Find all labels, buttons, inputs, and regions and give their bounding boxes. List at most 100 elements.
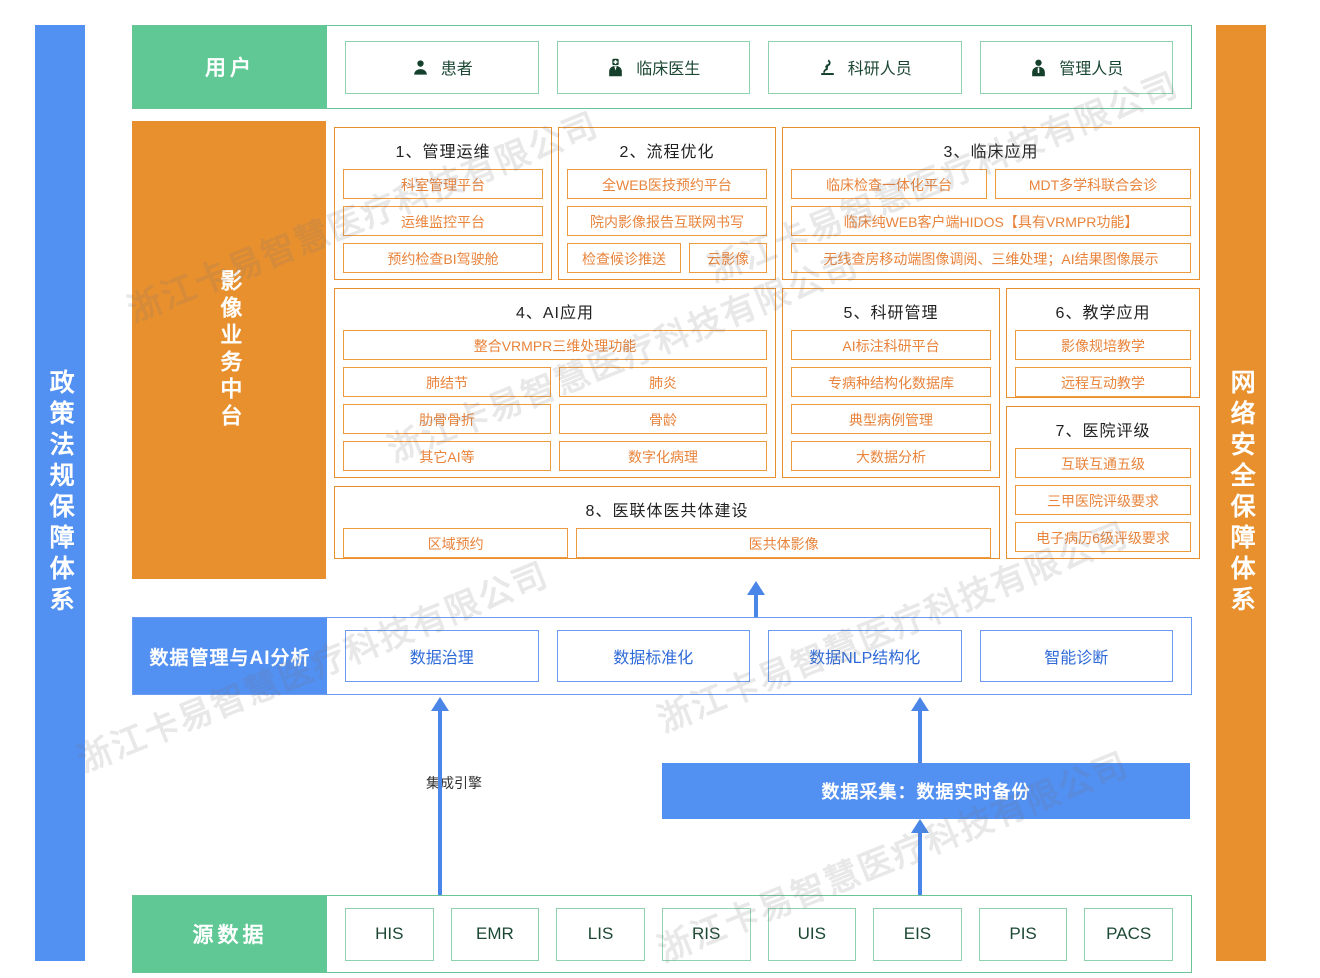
arrow-source-to-data-left [430,697,450,895]
group-item[interactable]: 专病种结构化数据库 [791,367,991,397]
group-item[interactable]: 影像规培教学 [1015,330,1191,360]
middle-platform-groups: 1、管理运维 科室管理平台 运维监控平台 预约检查BI驾驶舱 2、流程优化 全W… [326,121,1200,579]
user-item-label: 科研人员 [847,61,912,78]
group-item[interactable]: 预约检查BI驾驶舱 [343,243,543,273]
group-item[interactable]: 骨龄 [559,404,767,434]
data-item-smart-diag[interactable]: 智能诊断 [979,630,1173,682]
group-title: 7、医院评级 [1055,423,1151,440]
arrow-head [911,697,929,711]
group-ai-application: 4、AI应用 整合VRMPR三维处理功能 肺结节 肺炎 肋骨骨折 骨龄 其它AI… [334,288,776,478]
group-process-optimization: 2、流程优化 全WEB医技预约平台 院内影像报告互联网书写 检查候诊推送 云影像 [558,127,776,280]
arrow-shaft [754,593,758,617]
group-item[interactable]: 远程互动教学 [1015,367,1191,397]
group-item[interactable]: 三甲医院评级要求 [1015,485,1191,515]
group-title: 8、医联体医共体建设 [585,503,749,520]
source-item-ris[interactable]: RIS [661,907,751,961]
group-item[interactable]: 其它AI等 [343,441,551,471]
group-row: 肺结节 肺炎 [343,367,767,397]
group-row: 检查候诊推送 云影像 [567,243,767,273]
group-item[interactable]: 临床检查一体化平台 [791,169,987,199]
users-band: 用户 患者 [132,25,1192,109]
group-title: 3、临床应用 [943,144,1039,161]
connector-band: 集成引擎 数据采集：数据实时备份 [132,695,1192,895]
group-item[interactable]: 肋骨骨折 [343,404,551,434]
manager-icon [1029,58,1048,77]
arrow-shaft [438,709,442,895]
user-item-researcher[interactable]: 科研人员 [768,40,962,94]
arrow-source-to-collect [910,819,930,895]
group-title: 2、流程优化 [619,144,715,161]
group-title: 6、教学应用 [1055,305,1151,322]
group-item[interactable]: 临床纯WEB客户端HIDOS【具有VRMPR功能】 [791,206,1191,236]
users-band-label: 用户 [133,26,327,108]
group-hospital-rating: 7、医院评级 互联互通五级 三甲医院评级要求 电子病历6级评级要求 [1006,406,1200,559]
arrow-data-to-middle [746,581,766,617]
group-item[interactable]: 数字化病理 [559,441,767,471]
source-item-pis[interactable]: PIS [978,907,1068,961]
integration-engine-label: 集成引擎 [426,775,482,791]
data-item-standardize[interactable]: 数据标准化 [556,630,750,682]
doctor-icon [606,58,625,77]
arrow-head [431,697,449,711]
source-item-his[interactable]: HIS [345,907,434,961]
network-security-pillar-label: 网络安全保障体系 [1227,369,1256,617]
source-item-lis[interactable]: LIS [556,907,645,961]
user-item-label: 患者 [440,61,473,78]
source-item-emr[interactable]: EMR [450,907,540,961]
group-item[interactable]: MDT多学科联合会诊 [995,169,1191,199]
users-list: 患者 临床医生 [327,26,1191,108]
group-title: 5、科研管理 [843,305,939,322]
data-management-band: 数据管理与AI分析 数据治理 数据标准化 数据NLP结构化 智能诊断 [132,617,1192,695]
group-row: 肋骨骨折 骨龄 [343,404,767,434]
person-icon [411,58,430,77]
arrow-head [911,819,929,833]
source-data-band: 源数据 HIS EMR LIS RIS UIS EIS PIS PACS [132,895,1192,973]
source-data-list: HIS EMR LIS RIS UIS EIS PIS PACS [327,896,1191,972]
user-item-patient[interactable]: 患者 [345,40,539,94]
user-item-administrator[interactable]: 管理人员 [979,40,1173,94]
group-item[interactable]: 肺炎 [559,367,767,397]
group-item[interactable]: 肺结节 [343,367,551,397]
user-item-clinician[interactable]: 临床医生 [556,40,750,94]
group-row: 区域预约 医共体影像 [343,528,991,558]
policy-regulation-pillar: 政策法规保障体系 [35,25,85,961]
group-management-ops: 1、管理运维 科室管理平台 运维监控平台 预约检查BI驾驶舱 [334,127,552,280]
group-item[interactable]: 无线查房移动端图像调阅、三维处理；AI结果图像展示 [791,243,1191,273]
group-title: 1、管理运维 [395,144,491,161]
group-item[interactable]: 典型病例管理 [791,404,991,434]
group-item[interactable]: 互联互通五级 [1015,448,1191,478]
source-data-band-label: 源数据 [133,896,327,972]
policy-regulation-pillar-label: 政策法规保障体系 [46,369,75,617]
arrow-collect-to-data [910,697,930,763]
group-item[interactable]: 医共体影像 [576,528,991,558]
imaging-middle-platform-band: 影像业务中台 1、管理运维 科室管理平台 运维监控平台 预约检查BI驾驶舱 2、… [132,121,1200,579]
group-research-management: 5、科研管理 AI标注科研平台 专病种结构化数据库 典型病例管理 大数据分析 [782,288,1000,478]
microscope-icon [818,58,837,77]
group-row: 临床检查一体化平台 MDT多学科联合会诊 [791,169,1191,199]
group-item[interactable]: 院内影像报告互联网书写 [567,206,767,236]
user-item-label: 临床医生 [636,61,701,78]
data-management-band-label: 数据管理与AI分析 [133,618,327,694]
imaging-middle-platform-label: 影像业务中台 [132,121,326,579]
group-item[interactable]: 云影像 [689,243,767,273]
group-medical-alliance: 8、医联体医共体建设 区域预约 医共体影像 [334,486,1000,559]
data-item-nlp[interactable]: 数据NLP结构化 [768,630,962,682]
source-item-pacs[interactable]: PACS [1084,907,1173,961]
group-item[interactable]: 运维监控平台 [343,206,543,236]
architecture-stage: 用户 患者 [132,25,1200,973]
data-management-list: 数据治理 数据标准化 数据NLP结构化 智能诊断 [327,618,1191,694]
group-clinical-application: 3、临床应用 临床检查一体化平台 MDT多学科联合会诊 临床纯WEB客户端HID… [782,127,1200,280]
source-item-eis[interactable]: EIS [873,907,962,961]
group-item[interactable]: 科室管理平台 [343,169,543,199]
source-item-uis[interactable]: UIS [767,907,857,961]
group-row: 其它AI等 数字化病理 [343,441,767,471]
group-item[interactable]: 大数据分析 [791,441,991,471]
group-item[interactable]: 全WEB医技预约平台 [567,169,767,199]
group-item[interactable]: 检查候诊推送 [567,243,681,273]
group-item[interactable]: 区域预约 [343,528,569,558]
group-item[interactable]: 电子病历6级评级要求 [1015,522,1191,552]
group-item[interactable]: 整合VRMPR三维处理功能 [343,330,767,360]
group-teaching-application: 6、教学应用 影像规培教学 远程互动教学 [1006,288,1200,398]
data-item-governance[interactable]: 数据治理 [345,630,539,682]
group-item[interactable]: AI标注科研平台 [791,330,991,360]
